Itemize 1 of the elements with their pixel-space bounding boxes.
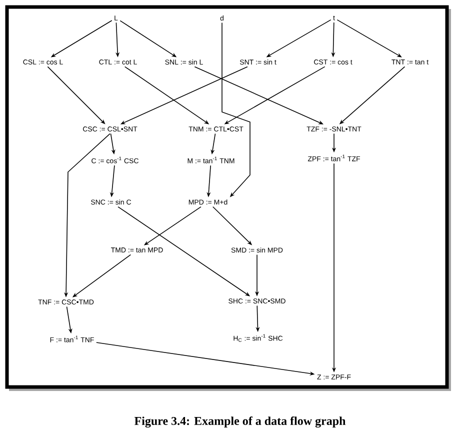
- figure-caption: Figure 3.4: Example of a data flow graph: [134, 416, 346, 428]
